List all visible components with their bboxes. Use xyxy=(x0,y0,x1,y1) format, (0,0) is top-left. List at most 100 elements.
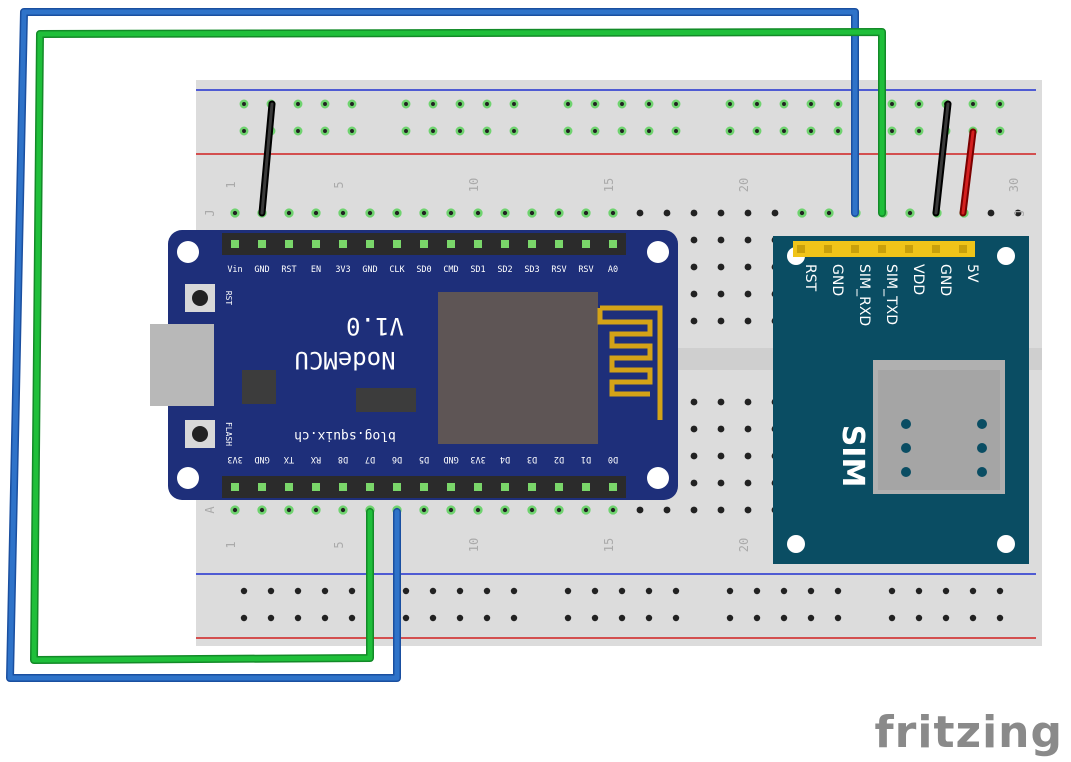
nodemcu-flash-label: FLASH xyxy=(224,422,233,446)
rail-hole xyxy=(482,99,492,109)
rail-hole xyxy=(239,126,249,136)
sim-header-pin xyxy=(905,245,913,253)
rail-hole xyxy=(320,99,330,109)
top-pin-label: SD1 xyxy=(470,265,485,275)
rail-hole xyxy=(807,614,815,622)
rail-hole xyxy=(780,587,788,595)
breadboard-hole xyxy=(690,317,698,325)
breadboard-hole xyxy=(744,479,752,487)
header-pin xyxy=(366,483,374,491)
bottom-pin-label: D7 xyxy=(365,454,375,464)
bottom-pin-label: D3 xyxy=(527,454,537,464)
rail-hole xyxy=(509,99,519,109)
top-pin-label: SD2 xyxy=(497,265,512,275)
esp-module xyxy=(438,292,598,444)
rail-hole xyxy=(752,99,762,109)
breadboard-hole xyxy=(690,425,698,433)
header-pin xyxy=(501,483,509,491)
breadboard-hole xyxy=(419,208,429,218)
breadboard-hole xyxy=(473,505,483,515)
header-pin xyxy=(528,483,536,491)
breadboard-hole xyxy=(636,209,644,217)
rail-hole xyxy=(779,126,789,136)
bottom-pin-label: D0 xyxy=(608,454,618,464)
rail-hole xyxy=(455,126,465,136)
rail-hole xyxy=(726,614,734,622)
bottom-pin-label: D8 xyxy=(338,454,348,464)
sim-header-pin xyxy=(878,245,886,253)
fritzing-watermark: fritzing xyxy=(874,707,1063,758)
breadboard-hole xyxy=(690,290,698,298)
nodemcu-title-version: V1.0 xyxy=(346,312,404,340)
breadboard-hole xyxy=(608,505,618,515)
sim-pin-label: VDD xyxy=(910,264,926,295)
bottom-pin-label: D2 xyxy=(554,454,564,464)
header-pin xyxy=(582,240,590,248)
header-pin xyxy=(339,483,347,491)
rail-hole xyxy=(725,126,735,136)
breadboard-hole xyxy=(717,479,725,487)
breadboard-hole xyxy=(771,209,779,217)
rail-hole xyxy=(618,614,626,622)
sim-pin-label: SIM_TXD xyxy=(883,264,899,325)
breadboard-hole xyxy=(744,263,752,271)
column-number: 30 xyxy=(1007,178,1021,192)
header-pin xyxy=(474,483,482,491)
rail-hole xyxy=(887,99,897,109)
header-pin xyxy=(231,483,239,491)
row-letter: J xyxy=(203,209,217,216)
top-pin-label: RSV xyxy=(551,265,566,275)
breadboard-hole xyxy=(230,505,240,515)
breadboard-hole xyxy=(690,263,698,271)
rail-hole xyxy=(726,587,734,595)
rail-hole xyxy=(294,587,302,595)
header-pin xyxy=(609,483,617,491)
column-number: 15 xyxy=(602,178,616,192)
bottom-pin-label: 3V3 xyxy=(227,454,242,464)
breadboard-hole xyxy=(690,479,698,487)
rail-hole xyxy=(671,99,681,109)
rail-hole xyxy=(563,126,573,136)
header-pin xyxy=(420,240,428,248)
column-number: 20 xyxy=(737,538,751,552)
rail-hole xyxy=(915,614,923,622)
rail-hole xyxy=(347,126,357,136)
breadboard-hole xyxy=(717,263,725,271)
rail-hole xyxy=(564,587,572,595)
header-pin xyxy=(420,483,428,491)
wires xyxy=(6,8,977,682)
sim-pin-label: GND xyxy=(829,264,845,296)
rail-hole xyxy=(996,614,1004,622)
rail-hole xyxy=(348,587,356,595)
breadboard-hole xyxy=(717,425,725,433)
breadboard-hole xyxy=(663,209,671,217)
rail-hole xyxy=(347,99,357,109)
rail-hole xyxy=(671,126,681,136)
top-pin-label: EN xyxy=(311,265,321,275)
rail-hole xyxy=(725,99,735,109)
sim-pin-label: GND xyxy=(937,264,953,296)
header-pin xyxy=(285,240,293,248)
header-pin xyxy=(528,240,536,248)
breadboard-hole xyxy=(257,505,267,515)
rail-hole xyxy=(510,614,518,622)
rail-hole xyxy=(888,614,896,622)
top-pin-label: CLK xyxy=(389,265,405,275)
rail-hole xyxy=(510,587,518,595)
breadboard-hole xyxy=(690,506,698,514)
breadboard-hole xyxy=(744,317,752,325)
rail-hole xyxy=(320,126,330,136)
header-pin xyxy=(366,240,374,248)
breadboard-hole xyxy=(717,398,725,406)
rail-hole xyxy=(563,99,573,109)
header-pin xyxy=(609,240,617,248)
header-pin xyxy=(285,483,293,491)
breadboard-hole xyxy=(744,236,752,244)
rail-hole xyxy=(267,614,275,622)
breadboard-hole xyxy=(663,506,671,514)
column-number: 1 xyxy=(224,541,238,548)
rail-hole xyxy=(402,614,410,622)
breadboard-hole xyxy=(717,209,725,217)
